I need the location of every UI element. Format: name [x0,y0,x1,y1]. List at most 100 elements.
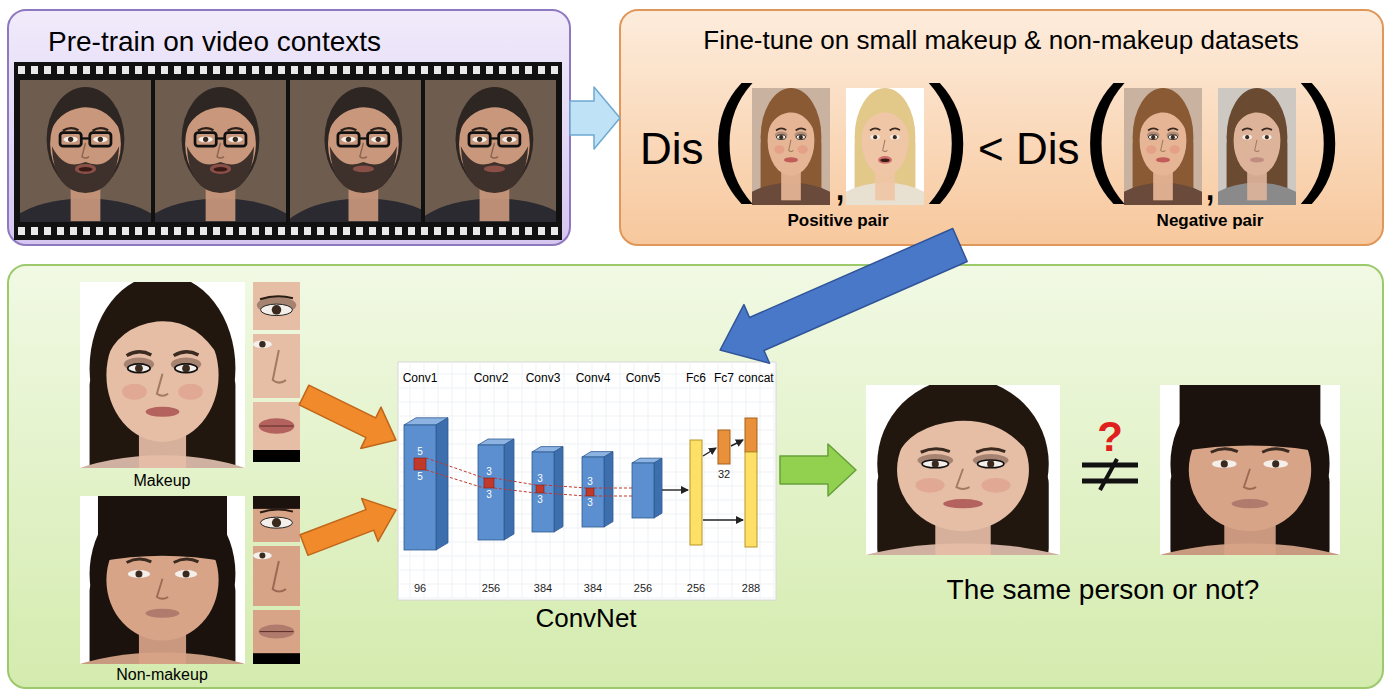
illustration-part [536,485,544,493]
channel-count: 32 [718,468,730,481]
illustration-part [784,157,798,162]
sprocket-hole [317,66,324,74]
illustration-part [620,362,621,600]
sprocket-hole [343,66,350,74]
illustration-part [796,135,805,140]
illustration-part [253,402,300,462]
illustration-part [1170,145,1180,153]
face-photo [80,282,245,468]
sprocket-hole [525,227,532,235]
sprocket-hole [551,227,558,235]
pair-caption: Negative pair [1157,211,1264,231]
illustration-part [502,136,516,142]
sprocket-hole [330,227,337,235]
illustration-part [52,146,119,193]
illustration-part [359,137,367,139]
illustration-part [554,447,563,532]
illustration-part [544,493,586,496]
illustration-part [582,457,604,527]
illustration-part [458,98,530,135]
sprocket-hole [109,227,116,235]
sprocket-hole [408,227,415,235]
illustration-part [586,488,594,496]
illustration-part [466,362,467,600]
illustration-part [604,452,613,527]
image-caption: Non-makeup [116,666,208,684]
illustration-part [499,133,520,147]
illustration-part [731,440,743,446]
channel-count: 256 [482,582,500,595]
sprocket-hole [252,227,259,235]
illustration-part [1244,469,1256,489]
illustration-part [799,135,803,139]
sprocket-hole [187,66,194,74]
sprocket-hole [434,66,441,74]
illustration-part [578,362,579,600]
illustration-part [703,519,743,520]
sprocket-hole [31,227,38,235]
illustration-part [1171,135,1175,139]
sprocket-hole [57,227,64,235]
sprocket-hole [356,66,363,74]
illustration-part [1140,106,1187,176]
illustration-part [880,159,889,163]
kernel-size: 3 [587,476,593,488]
sprocket-hole [382,227,389,235]
illustration-part [1147,132,1160,139]
sprocket-hole [512,227,519,235]
face-photo [846,88,924,205]
face-photo [1218,88,1296,205]
sprocket-hole [200,227,207,235]
block-arrow [570,87,620,149]
comma: , [834,163,846,207]
illustration-part [174,352,199,356]
illustration-part [676,362,677,600]
illustration-part [878,156,892,164]
illustration-part [890,128,900,130]
illustration-part [253,450,300,462]
face-crop [253,496,300,542]
illustration-part [1082,463,1138,468]
not-equal-sign [1082,459,1138,490]
illustration-part [253,334,300,398]
illustration-part [775,132,788,139]
illustration-part [260,296,293,299]
sprocket-hole [460,66,467,74]
illustration-part [1262,128,1272,130]
sprocket-hole [291,227,298,235]
sprocket-hole [135,66,142,74]
illustration-part [1262,449,1289,453]
illustration-part [943,499,983,508]
sprocket-hole [122,227,129,235]
illustration-part [732,362,733,600]
illustration-part [745,418,757,452]
illustration-part [870,128,880,130]
sprocket-hole [31,66,38,74]
sprocket-hole [200,66,207,74]
illustration-part [127,559,152,562]
illustration-part [253,546,300,606]
illustration-part [273,350,286,383]
kernel-size: 3 [587,497,593,509]
sprocket-hole [356,227,363,235]
sprocket-hole [18,66,25,74]
comma: , [1204,163,1216,207]
sprocket-hole [525,66,532,74]
sprocket-hole [291,66,298,74]
illustration-part [502,128,518,131]
sprocket-hole [148,227,155,235]
illustration-part [63,128,79,131]
face-crop [253,610,300,664]
sprocket-hole [174,227,181,235]
makeup-image: Makeup [74,278,304,492]
illustration-part [491,143,498,158]
illustration-part [472,128,488,131]
illustration-part [259,553,265,559]
illustration-part [253,552,272,559]
non-makeup-image: Non-makeup [74,494,304,686]
face-photo [80,496,245,664]
illustration-part [398,556,776,557]
illustration-part [82,143,89,158]
face-photo [155,80,286,222]
distance-label: Dis [1016,127,1080,171]
